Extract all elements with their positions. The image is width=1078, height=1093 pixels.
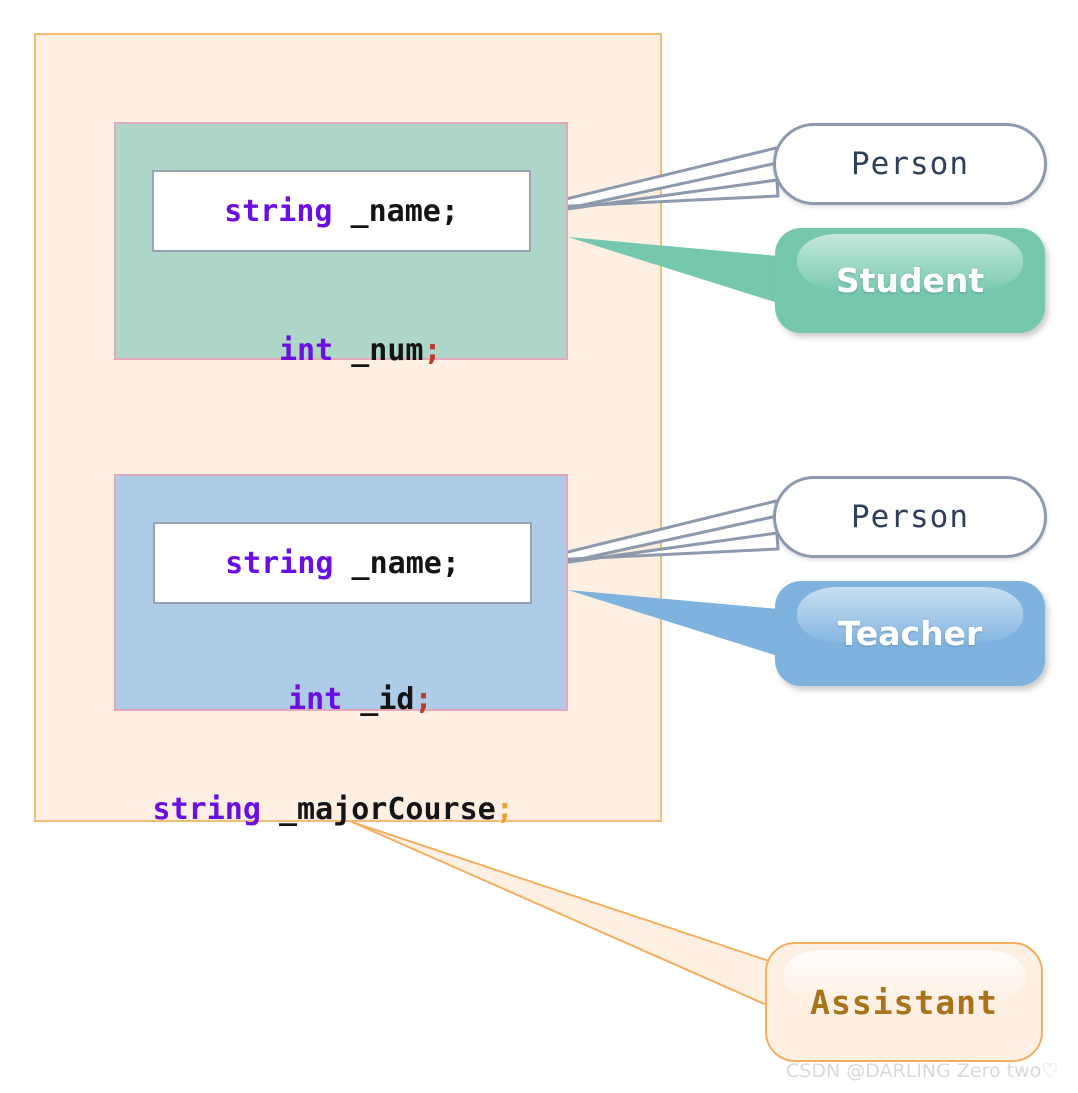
watermark-text: CSDN @DARLING Zero two♡ <box>786 1060 1059 1082</box>
teacher-own-field: int _id; <box>114 663 568 736</box>
teacher-own-field-text: int _id; <box>288 682 433 717</box>
assistant-own-terminator: ; <box>495 792 514 827</box>
class-callout-assistant[interactable]: Assistant <box>765 942 1043 1062</box>
class-badge-student-label: Student <box>835 261 985 300</box>
person-callout-student[interactable]: Person <box>773 123 1047 205</box>
assistant-own-keyword: string <box>152 792 261 827</box>
student-own-field-text: int _num; <box>279 333 442 368</box>
teacher-inherited-field: string _name; <box>153 522 532 604</box>
teacher-inherited-identifier: _name <box>333 545 442 581</box>
teacher-own-identifier: _id <box>342 682 415 717</box>
student-inherited-field-text: string _name; <box>224 194 459 229</box>
class-badge-teacher-label: Teacher <box>837 614 983 653</box>
student-inherited-field: string _name; <box>152 170 531 252</box>
teacher-inherited-terminator: ; <box>441 545 460 581</box>
person-callout-teacher-label: Person <box>851 499 969 535</box>
teacher-inherited-field-text: string _name; <box>225 546 460 581</box>
student-own-field: int _num; <box>114 314 568 387</box>
student-own-keyword: int <box>278 333 334 368</box>
person-callout-student-label: Person <box>851 146 969 182</box>
student-inherited-keyword: string <box>224 193 333 229</box>
teacher-inherited-keyword: string <box>225 545 334 581</box>
teacher-own-keyword: int <box>288 682 343 717</box>
assistant-callout-tail <box>351 821 791 1011</box>
assistant-own-field: string _majorCourse; <box>114 773 514 846</box>
student-inherited-identifier: _name <box>332 193 441 229</box>
class-badge-teacher[interactable]: Teacher <box>775 581 1045 686</box>
assistant-own-field-text: string _majorCourse; <box>153 792 514 827</box>
student-own-identifier: _num <box>333 333 424 368</box>
person-callout-teacher[interactable]: Person <box>773 476 1047 558</box>
teacher-own-terminator: ; <box>414 682 433 717</box>
class-badge-student[interactable]: Student <box>775 228 1045 333</box>
student-own-terminator: ; <box>423 333 442 368</box>
student-inherited-terminator: ; <box>440 193 459 229</box>
class-callout-assistant-label: Assistant <box>810 982 998 1022</box>
assistant-own-identifier: _majorCourse <box>260 792 496 827</box>
